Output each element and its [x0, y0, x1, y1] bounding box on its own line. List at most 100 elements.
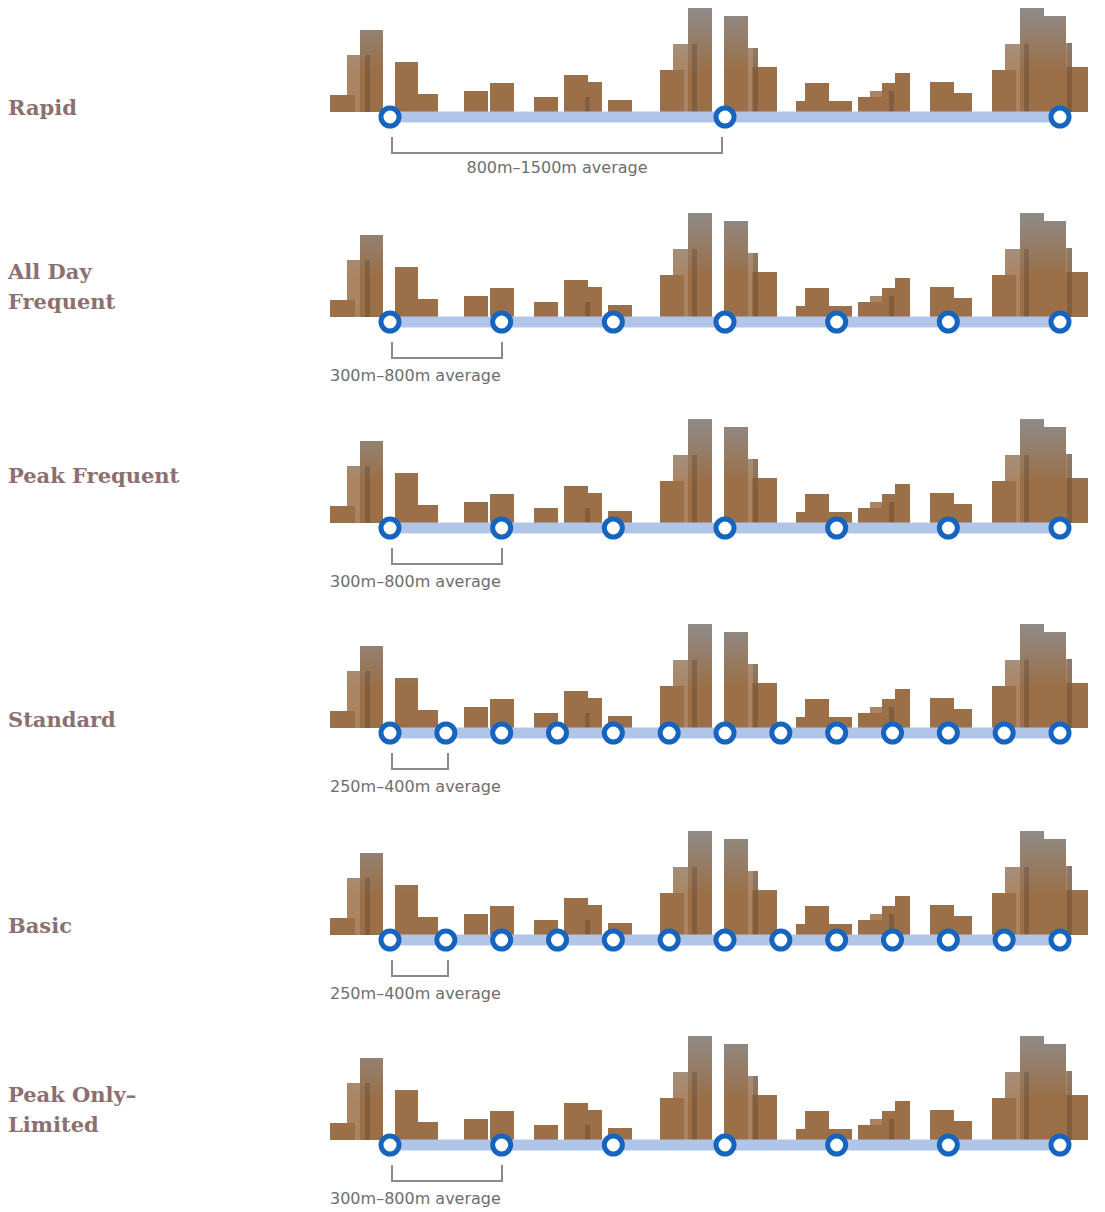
building-shade [365, 1083, 370, 1140]
building [347, 55, 370, 112]
building [1050, 1071, 1072, 1140]
building [580, 82, 602, 112]
stop-spacing-label: 300m–800m average [330, 1189, 501, 1209]
building [568, 97, 590, 112]
building [464, 1119, 488, 1140]
stop-marker [1051, 931, 1069, 949]
stop-spacing-label: 300m–800m average [330, 572, 501, 592]
stop-marker [381, 1136, 399, 1154]
stop-marker [437, 931, 455, 949]
building [580, 493, 602, 523]
building [568, 920, 590, 935]
building [1020, 624, 1044, 728]
building [1020, 1036, 1044, 1140]
service-type-label: Standard [8, 705, 116, 735]
city-row [330, 1036, 1088, 1140]
stop-marker [939, 1136, 957, 1154]
building-shade [889, 296, 894, 317]
service-type-label: All Day Frequent [8, 257, 123, 317]
building [1005, 249, 1029, 317]
building [414, 94, 438, 112]
stop-marker [828, 931, 846, 949]
building [464, 914, 488, 935]
building [1005, 1072, 1029, 1140]
building-shade [1024, 1072, 1029, 1140]
stop-marker [772, 931, 790, 949]
building-shade [753, 1076, 758, 1140]
building [688, 419, 712, 523]
building [347, 466, 370, 523]
building-shade [365, 671, 370, 728]
building [673, 455, 697, 523]
building-shade [1067, 43, 1072, 112]
building [1050, 866, 1072, 935]
building [895, 1101, 910, 1140]
building [948, 93, 972, 112]
building [347, 1083, 370, 1140]
building [347, 878, 370, 935]
spacing-bracket [392, 753, 448, 769]
stop-marker [493, 1136, 511, 1154]
stop-spacing-label: 300m–800m average [330, 366, 501, 386]
building [735, 459, 758, 523]
building [673, 249, 697, 317]
building [805, 494, 829, 523]
building-shade [753, 48, 758, 112]
building [735, 664, 758, 728]
building-shade [365, 260, 370, 317]
city-row [330, 624, 1088, 728]
stop-marker [381, 519, 399, 537]
stop-marker [716, 519, 734, 537]
building [464, 296, 488, 317]
stop-marker [828, 313, 846, 331]
building [1020, 831, 1044, 935]
spacing-bracket [392, 548, 502, 564]
building [568, 1125, 590, 1140]
spacing-bracket [392, 342, 502, 358]
building [735, 1076, 758, 1140]
stop-marker [1051, 724, 1069, 742]
stop-marker [772, 724, 790, 742]
stop-marker [493, 931, 511, 949]
building-shade [692, 44, 697, 112]
stop-marker [381, 108, 399, 126]
stop-marker [995, 931, 1013, 949]
stop-marker [828, 1136, 846, 1154]
building-shade [692, 249, 697, 317]
building-shade [585, 713, 590, 728]
stop-marker [939, 931, 957, 949]
building [805, 288, 829, 317]
building [534, 302, 558, 317]
building [1020, 213, 1044, 317]
stop-spacing-label: 250m–400m average [330, 984, 501, 1004]
building-shade [692, 1072, 697, 1140]
stop-marker [939, 313, 957, 331]
building [568, 713, 590, 728]
building [414, 1122, 438, 1140]
building-shade [365, 55, 370, 112]
building-shade [585, 97, 590, 112]
building [360, 30, 383, 112]
stop-marker [660, 931, 678, 949]
stop-marker [1051, 108, 1069, 126]
building [688, 213, 712, 317]
building [735, 253, 758, 317]
stop-marker [716, 724, 734, 742]
building [805, 906, 829, 935]
building-shade [585, 302, 590, 317]
building-shade [1067, 866, 1072, 935]
building-shade [1024, 455, 1029, 523]
stop-marker [828, 724, 846, 742]
building-shade [753, 871, 758, 935]
stop-marker [493, 724, 511, 742]
stop-marker [939, 724, 957, 742]
building [580, 698, 602, 728]
city-row [330, 213, 1088, 317]
stop-marker [716, 108, 734, 126]
building-shade [889, 1119, 894, 1140]
building [360, 1058, 383, 1140]
building [464, 91, 488, 112]
building-shade [889, 502, 894, 523]
building [688, 624, 712, 728]
